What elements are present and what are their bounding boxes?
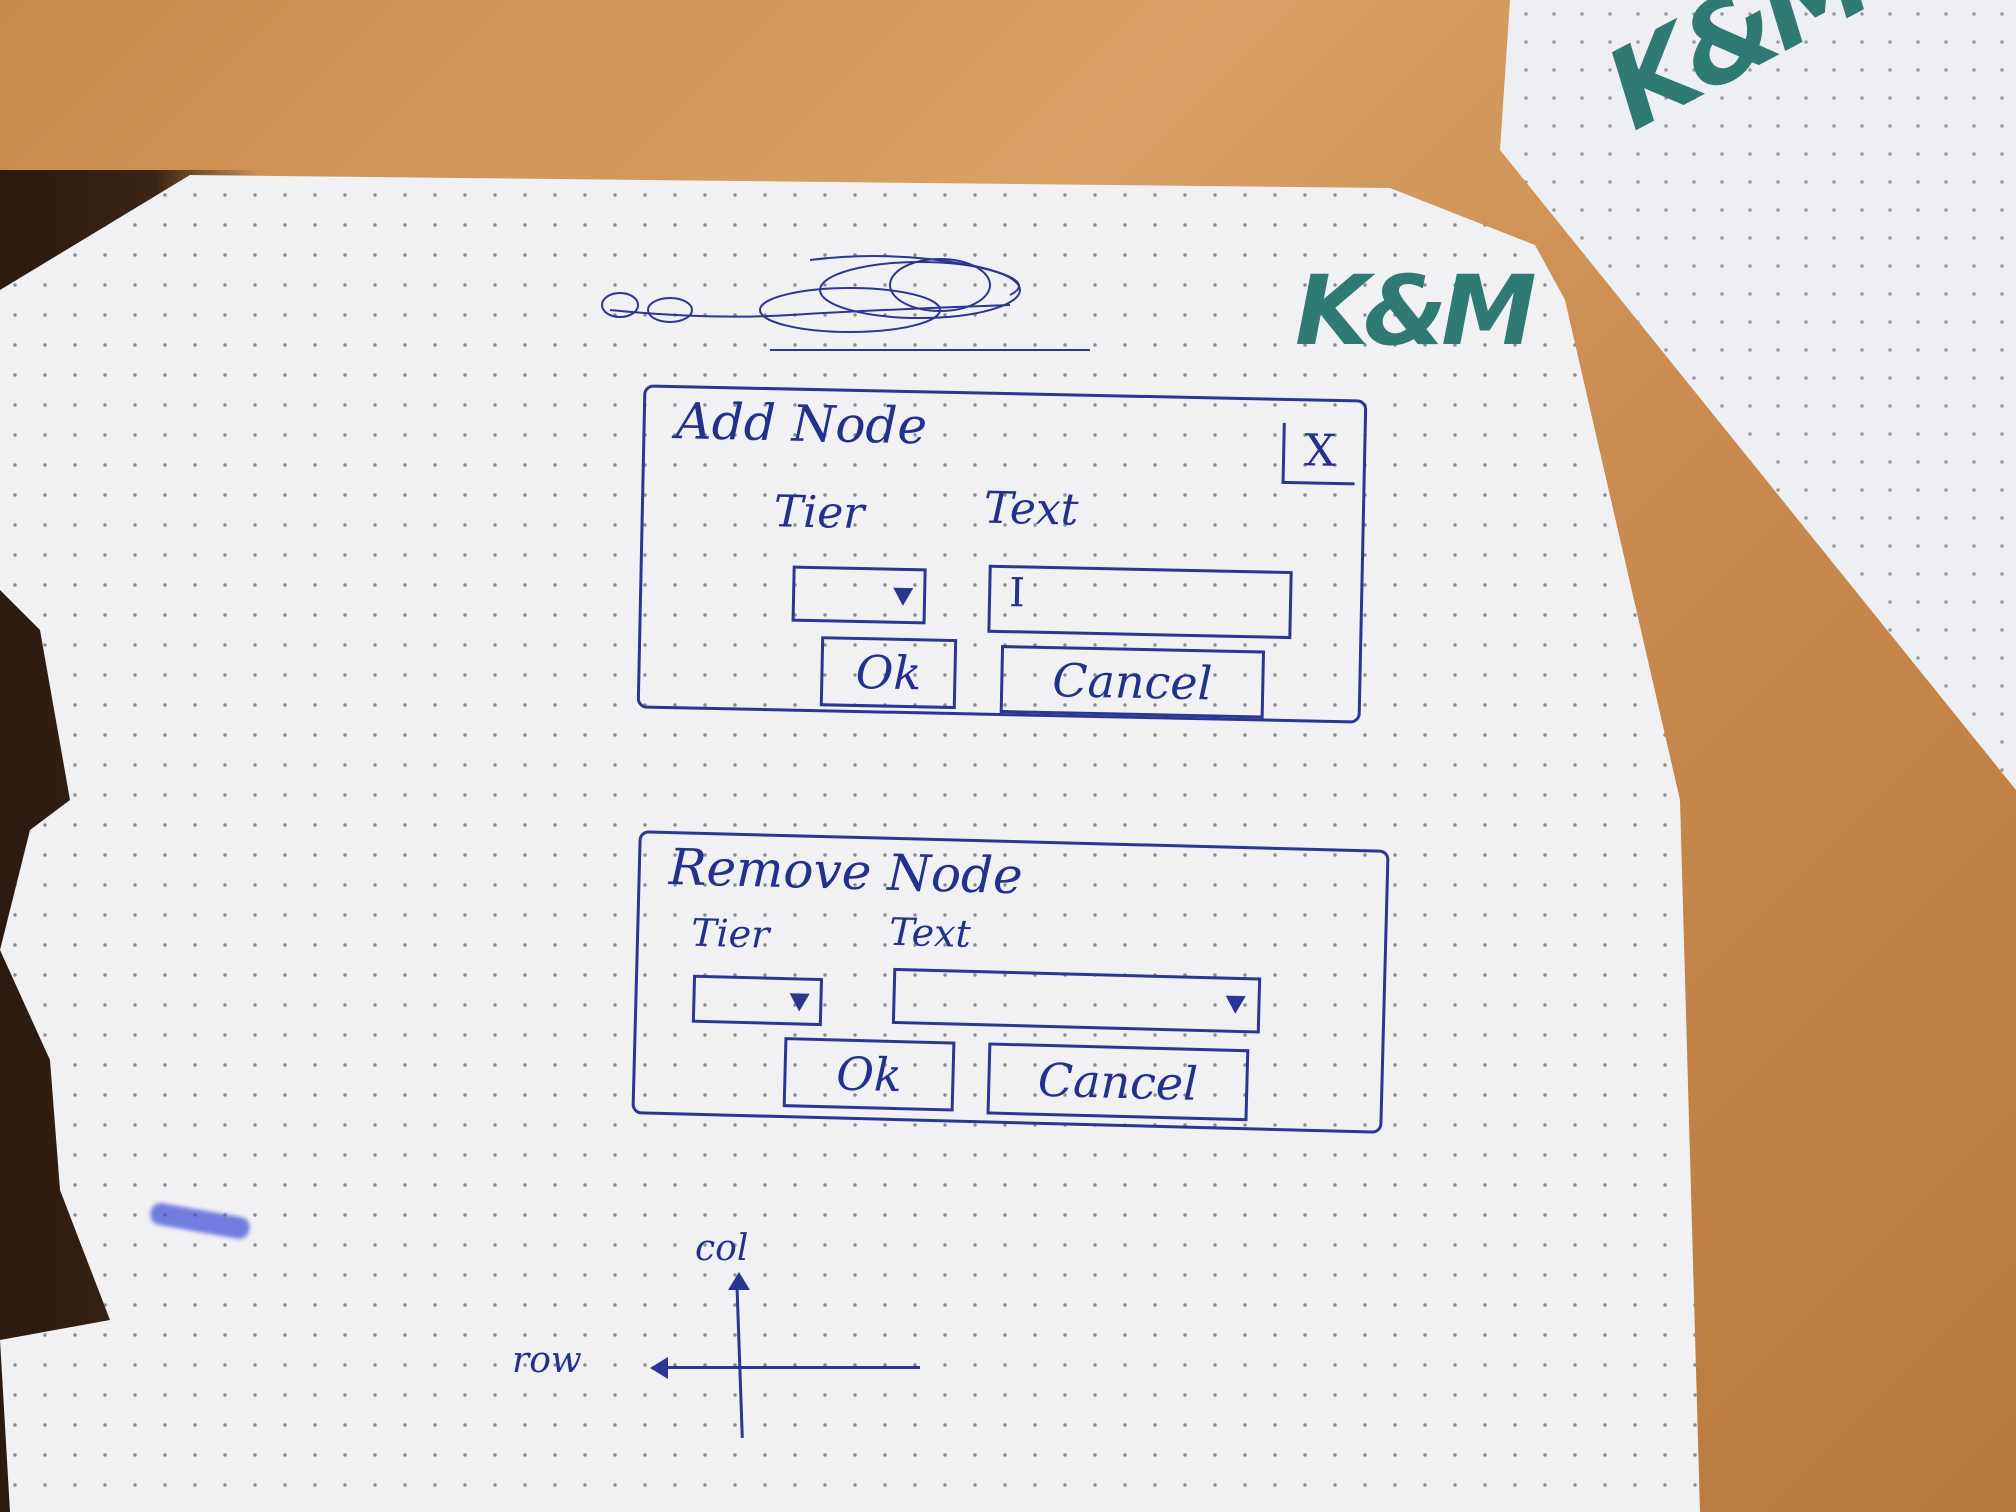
col-axis-label: col [695,1228,749,1269]
arrow-up-icon [728,1272,750,1290]
dropdown-arrow-icon [892,587,914,607]
text-label: Text [983,482,1079,536]
close-button[interactable]: X [1281,422,1356,486]
tier-label: Tier [773,486,865,540]
tier-dropdown[interactable] [791,565,927,625]
logo: K&M [1295,255,1537,367]
arrow-left-icon [650,1357,668,1379]
dialog-title: Add Node [675,392,928,456]
remove-node-dialog: Remove Node Tier Text Ok Cancel [631,830,1390,1134]
row-axis [660,1366,920,1369]
text-dropdown[interactable] [891,967,1262,1034]
add-node-dialog: Add Node X Tier Text I Ok Cancel [636,384,1368,724]
dropdown-arrow-icon [1225,995,1246,1015]
ok-button[interactable]: Ok [819,636,958,710]
text-input[interactable]: I [987,564,1293,640]
row-axis-label: row [512,1340,582,1381]
ok-button[interactable]: Ok [782,1037,956,1112]
tier-dropdown[interactable] [691,974,824,1027]
tier-label: Tier [690,910,770,957]
cancel-button[interactable]: Cancel [986,1042,1250,1122]
dropdown-arrow-icon [789,993,810,1012]
dialog-title: Remove Node [668,838,1024,906]
cancel-button[interactable]: Cancel [999,645,1266,719]
scribble-drawing [601,255,1090,351]
text-cursor: I [1008,570,1026,617]
text-label: Text [888,909,972,956]
